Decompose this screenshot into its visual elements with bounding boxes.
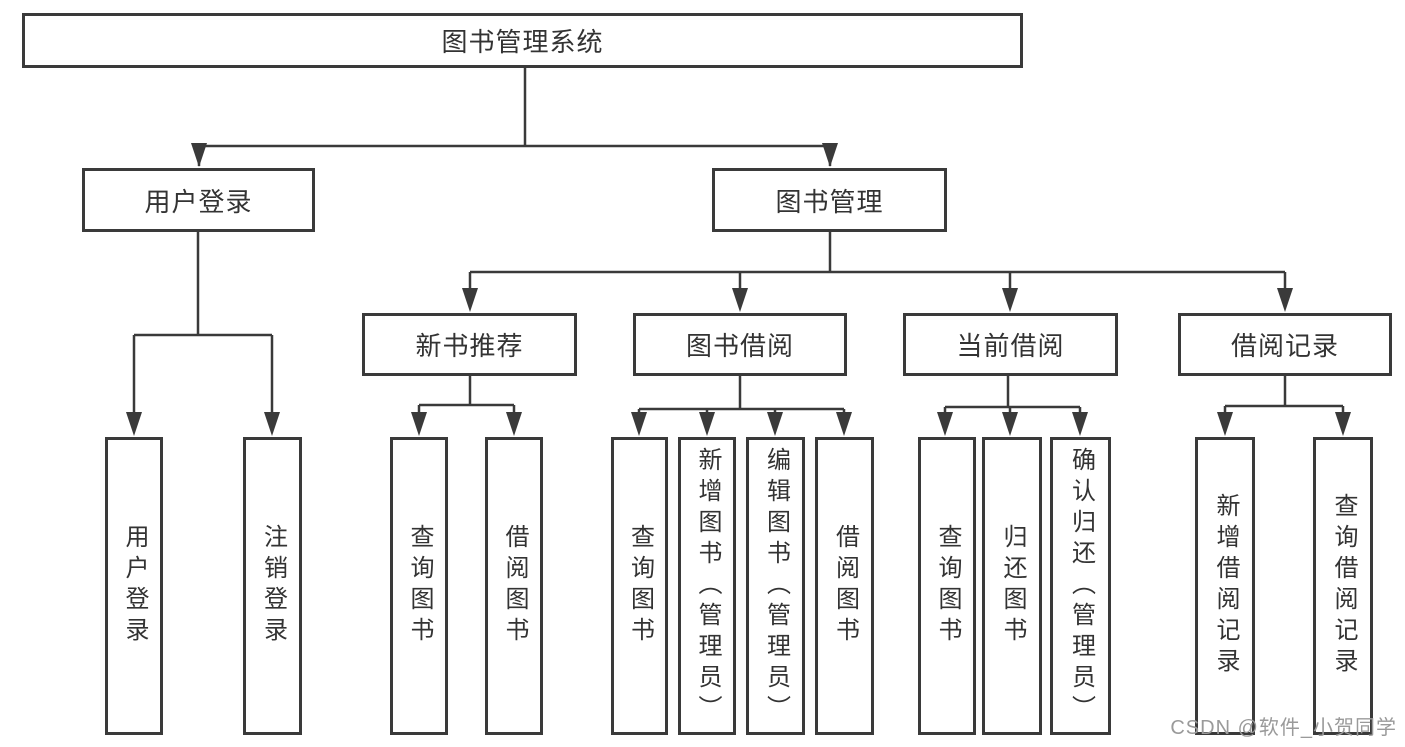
leaf-bb-borrow-books: 借阅图书 — [815, 437, 874, 735]
leaf-br-add-record-label: 新增借阅记录 — [1212, 493, 1239, 679]
node-root: 图书管理系统 — [22, 13, 1023, 68]
leaf-cb-query-books: 查询图书 — [918, 437, 976, 735]
leaf-bb-borrow-books-label: 借阅图书 — [831, 524, 859, 648]
node-book-mgmt-label: 图书管理 — [775, 186, 884, 217]
connector-user-login — [132, 232, 274, 414]
leaf-cb-return-books-label: 归还图书 — [999, 524, 1026, 648]
leaf-cb-confirm-return: 确认归还（管理员） — [1050, 437, 1111, 735]
csdn-watermark: CSDN @软件_小贺同学 — [1170, 717, 1397, 739]
leaf-cb-confirm-return-label: 确认归还（管理员） — [1067, 446, 1095, 726]
node-user-login: 用户登录 — [82, 168, 315, 232]
leaf-bb-add-books-label: 新增图书（管理员） — [694, 446, 721, 726]
arrowheads — [126, 143, 1351, 436]
connector-current-borrow — [943, 376, 1082, 414]
node-new-book-rec: 新书推荐 — [362, 313, 577, 376]
node-current-borrow: 当前借阅 — [903, 313, 1118, 376]
node-user-login-label: 用户登录 — [144, 186, 253, 217]
node-current-borrow-label: 当前借阅 — [956, 331, 1065, 361]
node-borrow-record-label: 借阅记录 — [1230, 331, 1339, 361]
node-new-book-rec-label: 新书推荐 — [415, 331, 524, 361]
leaf-br-query-record: 查询借阅记录 — [1313, 437, 1373, 735]
leaf-bb-edit-books: 编辑图书（管理员） — [746, 437, 805, 735]
leaf-rec-borrow-books-label: 借阅图书 — [501, 524, 528, 648]
node-root-label: 图书管理系统 — [441, 27, 604, 57]
connector-root — [197, 68, 832, 166]
leaf-cb-return-books: 归还图书 — [982, 437, 1042, 735]
leaf-bb-add-books: 新增图书（管理员） — [678, 437, 736, 735]
leaf-br-add-record: 新增借阅记录 — [1195, 437, 1255, 735]
leaf-rec-borrow-books: 借阅图书 — [485, 437, 543, 735]
leaf-user-login: 用户登录 — [105, 437, 163, 735]
leaf-user-login-label: 用户登录 — [121, 524, 148, 648]
connector-borrow-record — [1223, 376, 1345, 414]
leaf-br-query-record-label: 查询借阅记录 — [1330, 493, 1357, 679]
leaf-bb-query-books: 查询图书 — [611, 437, 668, 735]
connector-book-mgmt — [468, 232, 1287, 290]
node-borrow-record: 借阅记录 — [1178, 313, 1392, 376]
leaf-cb-query-books-label: 查询图书 — [934, 524, 961, 648]
leaf-bb-edit-books-label: 编辑图书（管理员） — [762, 446, 790, 726]
leaf-rec-query-books-label: 查询图书 — [406, 524, 433, 648]
node-book-mgmt: 图书管理 — [712, 168, 947, 232]
leaf-bb-query-books-label: 查询图书 — [626, 524, 654, 648]
node-book-borrow-label: 图书借阅 — [685, 331, 794, 361]
leaf-logout-label: 注销登录 — [259, 524, 287, 648]
leaf-rec-query-books: 查询图书 — [390, 437, 448, 735]
leaf-logout: 注销登录 — [243, 437, 302, 735]
connector-new-book-rec — [417, 376, 516, 414]
node-book-borrow: 图书借阅 — [633, 313, 847, 376]
connector-book-borrow — [637, 376, 846, 414]
